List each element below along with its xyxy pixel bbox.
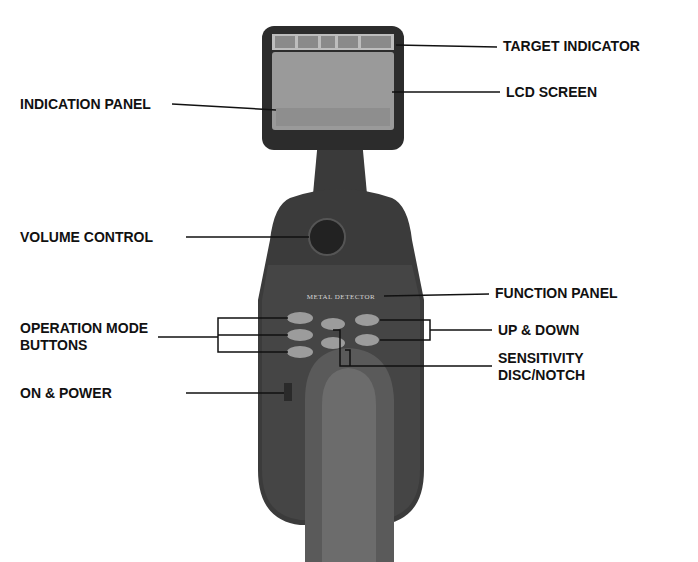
handle-inner: [322, 368, 376, 562]
handle-outer: [305, 348, 394, 562]
device-print: METAL DETECTOR: [296, 293, 386, 301]
target-indicator-row: [272, 34, 394, 50]
part-label: SENSITIVITY DISC/NOTCH: [498, 350, 623, 384]
part-label: ON & POWER: [20, 385, 112, 402]
volume-knob: [309, 219, 345, 255]
part-label: LCD SCREEN: [506, 84, 597, 101]
part-label: INDICATION PANEL: [20, 96, 151, 113]
screen-housing: [262, 26, 404, 150]
indication-panel: [276, 108, 390, 126]
part-label: VOLUME CONTROL: [20, 229, 153, 246]
part-label: OPERATION MODE BUTTONS: [20, 320, 170, 354]
part-label: UP & DOWN: [498, 322, 579, 339]
part-label: FUNCTION PANEL: [495, 285, 618, 302]
lcd-screen: [272, 52, 394, 130]
power-switch: [284, 383, 292, 401]
leader-lines: [158, 45, 500, 393]
part-label: TARGET INDICATOR: [503, 38, 640, 55]
